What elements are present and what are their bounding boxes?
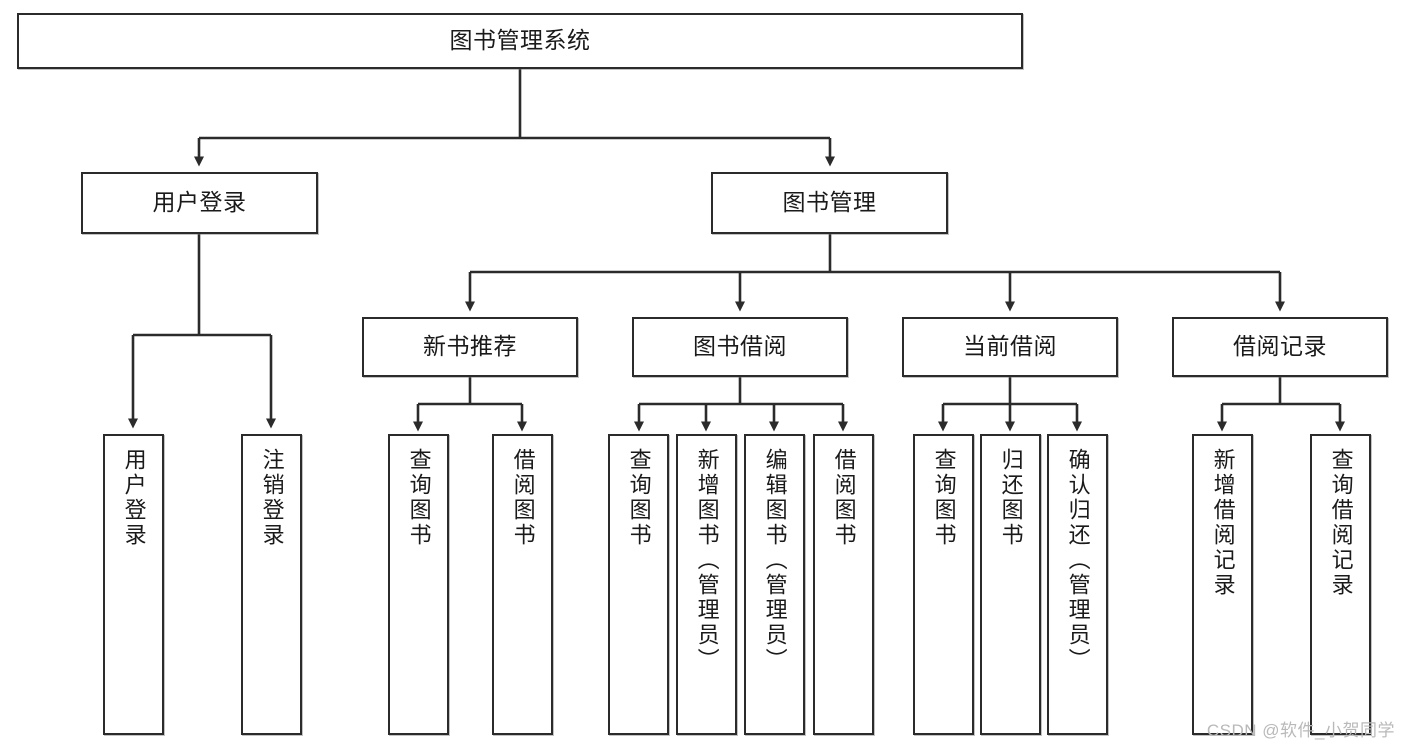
leaf-confirm-return-label: 确认归还（管理员）	[1065, 448, 1091, 673]
leaf-borrow-book-2[interactable]: 借阅图书	[813, 434, 874, 735]
node-book-management-label: 图书管理	[782, 189, 877, 216]
leaf-logout-login[interactable]: 注销登录	[241, 434, 302, 735]
node-user-login-label: 用户登录	[152, 189, 247, 216]
node-book-management[interactable]: 图书管理	[711, 172, 948, 234]
leaf-borrow-book-1-label: 借阅图书	[510, 448, 536, 548]
leaf-query-record-label: 查询借阅记录	[1328, 448, 1354, 598]
leaf-return-book[interactable]: 归还图书	[980, 434, 1041, 735]
leaf-query-book-1[interactable]: 查询图书	[388, 434, 449, 735]
leaf-logout-login-label: 注销登录	[259, 448, 285, 548]
leaf-query-record[interactable]: 查询借阅记录	[1310, 434, 1371, 735]
leaf-add-record-label: 新增借阅记录	[1210, 448, 1236, 598]
leaf-query-book-3[interactable]: 查询图书	[913, 434, 974, 735]
leaf-add-record[interactable]: 新增借阅记录	[1192, 434, 1253, 735]
csdn-watermark: CSDN @软件_小贺同学	[1206, 721, 1395, 740]
leaf-return-book-label: 归还图书	[998, 448, 1024, 548]
leaf-query-book-2-label: 查询图书	[626, 448, 652, 548]
node-borrow-record-label: 借阅记录	[1233, 333, 1327, 360]
leaf-edit-book-label: 编辑图书（管理员）	[762, 448, 788, 673]
leaf-query-book-1-label: 查询图书	[406, 448, 432, 548]
leaf-query-book-3-label: 查询图书	[931, 448, 957, 548]
node-book-borrow[interactable]: 图书借阅	[632, 317, 848, 377]
node-new-book-recommend[interactable]: 新书推荐	[362, 317, 578, 377]
leaf-edit-book[interactable]: 编辑图书（管理员）	[744, 434, 805, 735]
node-root-system[interactable]: 图书管理系统	[17, 13, 1023, 69]
node-new-book-recommend-label: 新书推荐	[423, 333, 517, 360]
leaf-borrow-book-2-label: 借阅图书	[831, 448, 857, 548]
leaf-user-login[interactable]: 用户登录	[103, 434, 164, 735]
leaf-query-book-2[interactable]: 查询图书	[608, 434, 669, 735]
node-borrow-record[interactable]: 借阅记录	[1172, 317, 1388, 377]
leaf-confirm-return[interactable]: 确认归还（管理员）	[1047, 434, 1108, 735]
leaf-user-login-label: 用户登录	[121, 448, 147, 548]
node-current-borrow[interactable]: 当前借阅	[902, 317, 1118, 377]
node-user-login[interactable]: 用户登录	[81, 172, 318, 234]
node-root-system-label: 图书管理系统	[449, 27, 591, 54]
leaf-add-book-label: 新增图书（管理员）	[694, 448, 720, 673]
node-current-borrow-label: 当前借阅	[963, 333, 1057, 360]
node-book-borrow-label: 图书借阅	[693, 333, 787, 360]
leaf-add-book[interactable]: 新增图书（管理员）	[676, 434, 737, 735]
leaf-borrow-book-1[interactable]: 借阅图书	[492, 434, 553, 735]
